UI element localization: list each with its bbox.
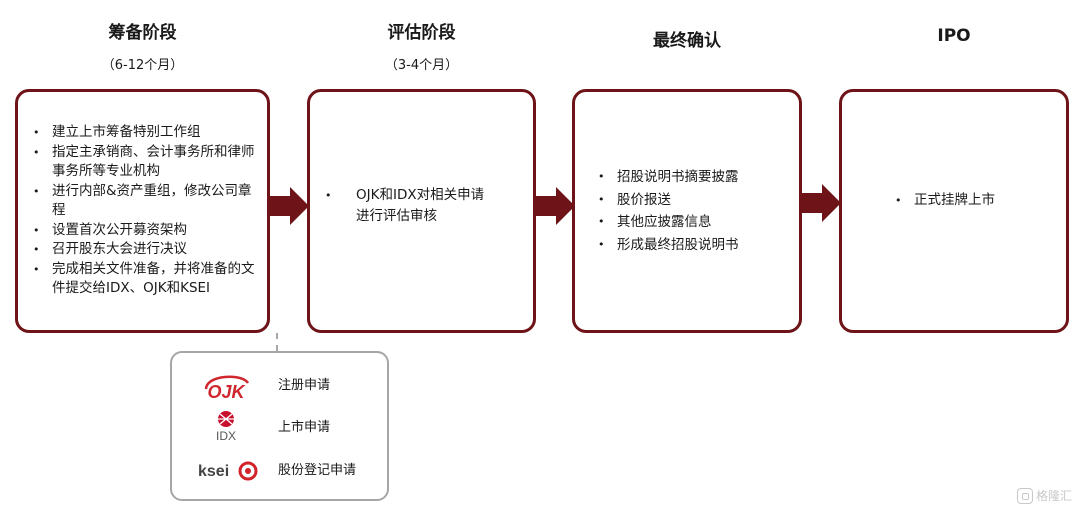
stage-header-ipo: IPO bbox=[839, 25, 1069, 47]
stage-title: IPO bbox=[937, 26, 971, 46]
arrow-right-icon bbox=[801, 184, 841, 222]
brand-square-icon bbox=[1016, 487, 1033, 504]
stage-item: 形成最终招股说明书 bbox=[583, 234, 799, 257]
ksei-logo: ksei bbox=[198, 461, 258, 481]
watermark: 格隆汇 bbox=[1016, 487, 1072, 504]
stage-box-eval: OJK和IDX对相关申请进行评估审核 bbox=[307, 89, 536, 333]
stage-box-final: 招股说明书摘要披露 股价报送 其他应披露信息 形成最终招股说明书 bbox=[572, 89, 802, 333]
ojk-logo-text: OJK bbox=[207, 382, 246, 402]
stage-item: 正式挂牌上市 bbox=[880, 191, 1066, 211]
legend-label: 上市申请 bbox=[278, 420, 331, 435]
stage-title: 最终确认 bbox=[653, 31, 721, 51]
stage-item: 指定主承销商、会计事务所和律师事务所等专业机构 bbox=[18, 143, 267, 182]
idx-logo: IDX bbox=[216, 411, 236, 443]
stage-header-eval: 评估阶段 （3-4个月） bbox=[307, 22, 536, 74]
stage-title: 筹备阶段 bbox=[108, 23, 177, 43]
stage-item: 设置首次公开募资架构 bbox=[18, 221, 267, 241]
stage-item: 招股说明书摘要披露 bbox=[583, 166, 799, 189]
legend-label: 注册申请 bbox=[278, 378, 331, 393]
stage-item: 召开股东大会进行决议 bbox=[18, 240, 267, 260]
stage-item: 完成相关文件准备，并将准备的文件提交给IDX、OJK和KSEI bbox=[18, 260, 267, 299]
stage-item: OJK和IDX对相关申请进行评估审核 bbox=[310, 185, 533, 227]
stage-title: 评估阶段 bbox=[387, 23, 456, 43]
legend-row-idx: IDX 上市申请 bbox=[172, 411, 387, 445]
ksei-logo-text: ksei bbox=[198, 463, 229, 480]
legend-row-ojk: OJK 注册申请 bbox=[172, 369, 387, 403]
stage-header-final: 最终确认 bbox=[572, 30, 802, 52]
stage-subtitle: （6-12个月） bbox=[101, 58, 184, 73]
idx-logo-text: IDX bbox=[216, 429, 236, 443]
stage-item-list: 建立上市筹备特别工作组 指定主承销商、会计事务所和律师事务所等专业机构 进行内部… bbox=[18, 123, 267, 299]
dashed-connector bbox=[276, 333, 278, 351]
stage-subtitle: （3-4个月） bbox=[384, 58, 459, 73]
stage-item-list: 招股说明书摘要披露 股价报送 其他应披露信息 形成最终招股说明书 bbox=[575, 166, 799, 256]
ojk-logo: OJK bbox=[204, 375, 250, 402]
stage-item: 其他应披露信息 bbox=[583, 211, 799, 234]
legend-row-ksei: ksei 股份登记申请 bbox=[172, 454, 387, 488]
legend-label: 股份登记申请 bbox=[278, 463, 357, 478]
watermark-text: 格隆汇 bbox=[1035, 489, 1072, 503]
arrow-right-icon bbox=[535, 187, 575, 225]
stage-header-prep: 筹备阶段 （6-12个月） bbox=[15, 22, 270, 74]
regulator-legend: OJK 注册申请 IDX 上市申请 ksei 股份登记申请 bbox=[170, 351, 389, 501]
stage-item: 建立上市筹备特别工作组 bbox=[18, 123, 267, 143]
stage-box-ipo: 正式挂牌上市 bbox=[839, 89, 1069, 333]
stage-item-list: OJK和IDX对相关申请进行评估审核 bbox=[310, 185, 533, 227]
arrow-right-icon bbox=[269, 187, 309, 225]
stage-item: 股价报送 bbox=[583, 189, 799, 212]
stage-item-list: 正式挂牌上市 bbox=[842, 191, 1066, 211]
stage-item: 进行内部&资产重组，修改公司章程 bbox=[18, 182, 267, 221]
stage-box-prep: 建立上市筹备特别工作组 指定主承销商、会计事务所和律师事务所等专业机构 进行内部… bbox=[15, 89, 270, 333]
